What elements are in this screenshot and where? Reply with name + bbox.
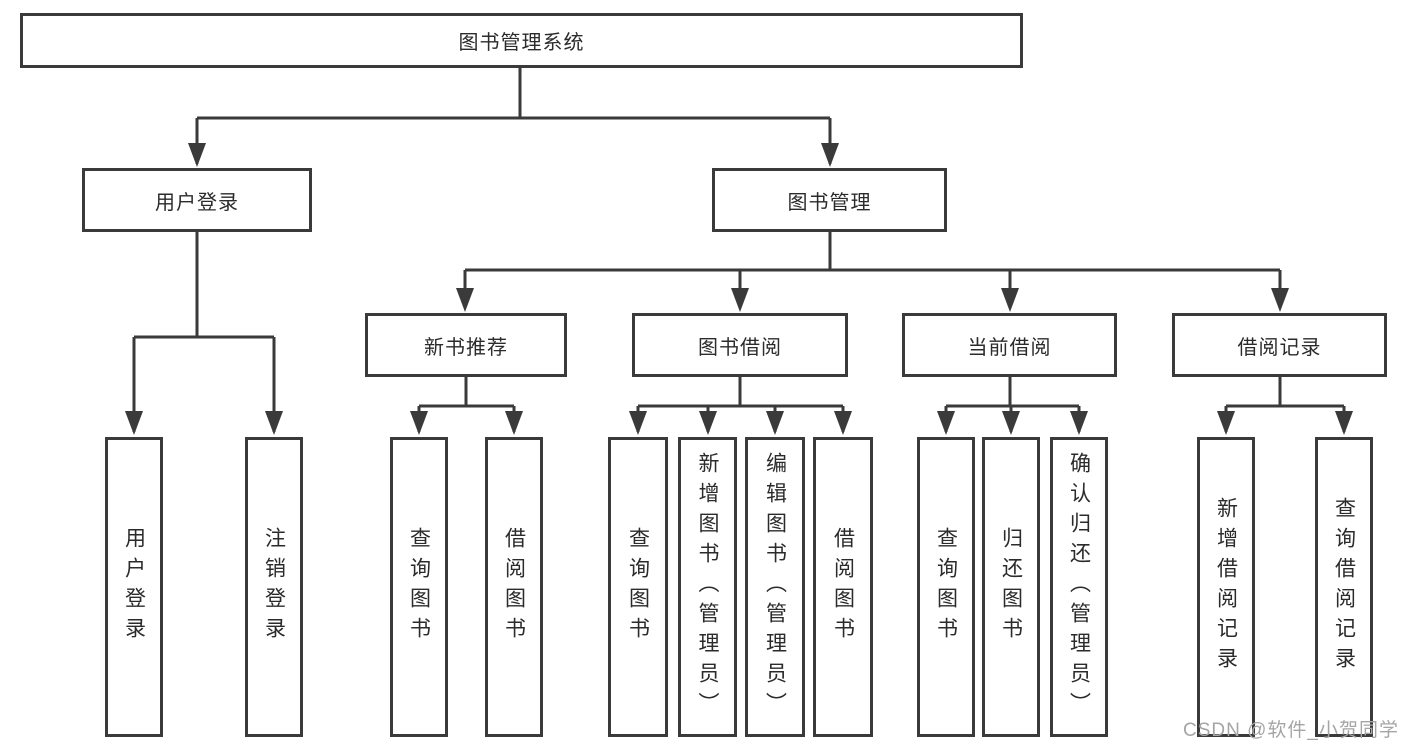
node-leaf-borrow-book: 借阅图书 — [813, 437, 873, 737]
node-leaf-return-book: 归还图书 — [982, 437, 1040, 737]
node-leaf-query-book-current: 查询图书 — [917, 437, 975, 737]
node-leaf-confirm-return-admin: 确认归还（管理员） — [1050, 437, 1108, 737]
node-leaf-logout: 注销登录 — [245, 437, 303, 737]
node-leaf-query-book-recommend: 查询图书 — [390, 437, 448, 737]
node-new-book-recommend: 新书推荐 — [365, 313, 567, 377]
node-leaf-edit-book-admin: 编辑图书（管理员） — [745, 437, 805, 737]
node-book-management: 图书管理 — [712, 168, 947, 232]
node-leaf-query-borrow-record: 查询借阅记录 — [1315, 437, 1373, 737]
node-leaf-user-login: 用户登录 — [105, 437, 163, 737]
node-leaf-query-book-borrowing: 查询图书 — [608, 437, 668, 737]
connector-paths — [132, 68, 1346, 432]
node-borrowing-records: 借阅记录 — [1172, 313, 1387, 377]
node-leaf-borrow-book-recommend: 借阅图书 — [485, 437, 543, 737]
node-user-login: 用户登录 — [82, 168, 312, 232]
arrowhead-icons — [125, 143, 1353, 435]
node-book-borrowing: 图书借阅 — [632, 313, 848, 377]
csdn-watermark: CSDN @软件_小贺同学 — [1183, 720, 1399, 741]
node-leaf-add-borrow-record: 新增借阅记录 — [1197, 437, 1255, 737]
node-current-borrowing: 当前借阅 — [902, 313, 1117, 377]
node-leaf-add-book-admin: 新增图书（管理员） — [678, 437, 737, 737]
node-library-management-system: 图书管理系统 — [20, 13, 1023, 68]
